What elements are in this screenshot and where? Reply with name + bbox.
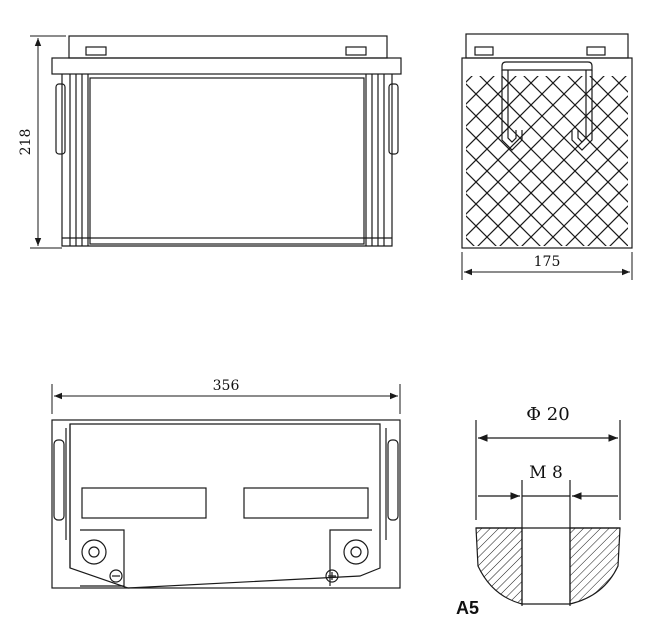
mesh-line (640, 60, 658, 260)
terminal-positive-inner (350, 546, 362, 558)
mesh-line (609, 227, 628, 246)
mesh-line (244, 60, 444, 260)
front-lid (68, 35, 388, 59)
mesh-line (200, 60, 400, 260)
mesh-line (466, 76, 583, 193)
side-mesh (200, 60, 658, 260)
top-handle-left (53, 439, 65, 521)
top-outline (51, 419, 401, 589)
top-window-left (81, 487, 207, 519)
side-terminal-left (474, 46, 494, 56)
mesh-line (466, 76, 561, 171)
mesh-line (466, 76, 517, 127)
mesh-line (466, 76, 627, 237)
front-body (61, 74, 393, 247)
height-dimension (30, 35, 66, 249)
terminal-section-left (475, 527, 523, 605)
front-handle-right (388, 83, 399, 155)
mesh-line (611, 76, 628, 93)
mesh-line (565, 183, 628, 246)
mesh-line (587, 205, 628, 246)
mesh-line (466, 171, 541, 246)
thread-value: M 8 (529, 463, 563, 483)
terminal-negative-inner (88, 546, 100, 558)
mesh-line (466, 76, 539, 149)
mesh-line (521, 139, 628, 246)
length-value: 356 (213, 378, 240, 394)
front-handle-left (55, 83, 66, 155)
front-terminal-right (345, 46, 367, 56)
mesh-line (466, 76, 605, 215)
positive-mark (325, 569, 339, 583)
mesh-line (640, 60, 658, 260)
top-window-right (243, 487, 369, 519)
mesh-line (618, 60, 658, 260)
terminal-negative-outer (81, 539, 107, 565)
negative-mark (109, 569, 123, 583)
side-handle (501, 61, 593, 71)
terminal-positive-outer (343, 539, 369, 565)
mesh-line (200, 60, 400, 260)
mesh-line (567, 76, 628, 137)
length-dimension (51, 384, 401, 414)
mesh-line (466, 76, 495, 105)
mesh-line (466, 237, 475, 246)
front-terminal-left (85, 46, 107, 56)
side-terminal-right (586, 46, 606, 56)
mesh-line (545, 76, 628, 159)
terminal-detail (475, 420, 621, 606)
side-body (461, 57, 633, 249)
top-handle-right (387, 439, 399, 521)
outer-diameter-value: Φ 20 (526, 404, 569, 425)
mesh-line (589, 76, 628, 115)
top-inner-outline (69, 423, 381, 589)
terminal-section-right (569, 527, 621, 605)
mesh-line (466, 76, 473, 83)
mesh-line (618, 60, 658, 260)
mesh-line (466, 193, 519, 246)
width-value: 175 (534, 254, 561, 270)
width-dimension (461, 252, 633, 280)
front-shoulder (51, 57, 402, 75)
front-view (51, 35, 402, 247)
terminal-label: A5 (456, 598, 479, 618)
mesh-line (244, 60, 444, 260)
height-value: 218 (18, 129, 34, 156)
mesh-line (523, 76, 628, 181)
mesh-line (479, 76, 628, 225)
top-view (51, 419, 401, 589)
mesh-line (499, 117, 628, 246)
mesh-line (477, 95, 628, 246)
mesh-line (543, 161, 628, 246)
front-label-panel (89, 77, 365, 245)
mesh-line (466, 215, 497, 246)
